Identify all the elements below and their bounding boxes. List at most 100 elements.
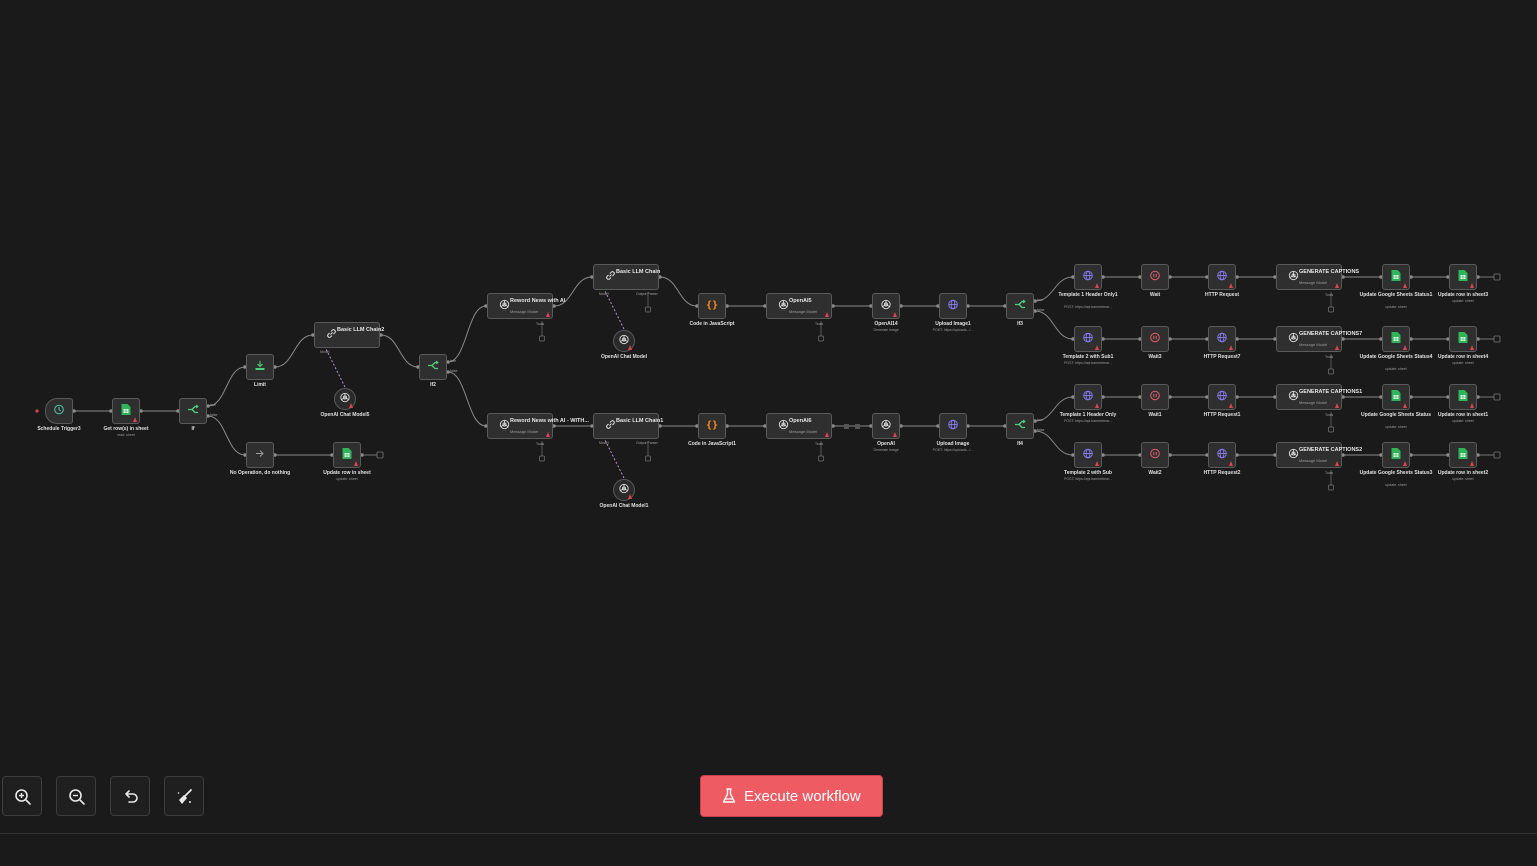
connection-line [659,276,698,307]
node-label: Code in JavaScript1 [688,441,736,447]
tidy-up-button[interactable] [164,776,204,816]
output-port [1476,453,1480,457]
flask-icon [722,788,736,803]
warning-icon [133,417,137,422]
output-port [552,424,556,428]
tools-handle [1328,484,1334,491]
http-icon [1083,270,1094,284]
pin-marker [844,424,849,429]
output-port [1168,275,1172,279]
connection-line [553,276,593,307]
http-icon [1217,332,1228,346]
tools-handle [645,306,651,313]
warning-icon [893,312,897,317]
add-node-handle [376,451,384,459]
connection-line [1034,310,1074,340]
connection-line [1034,276,1074,302]
warning-icon [1229,283,1233,288]
link-icon [605,419,616,433]
zoom-out-icon [69,789,85,805]
node-upload2[interactable] [939,413,967,439]
node-code1[interactable]: {} [698,293,726,319]
zoom-in-button[interactable] [2,776,42,816]
node-label: No Operation, do nothing [229,470,291,476]
node-if4[interactable] [1006,413,1034,439]
node-code2[interactable]: {} [698,413,726,439]
openai-icon [1288,390,1299,404]
node-title: OpenAI6 [789,418,812,424]
node-label: Wait3 [1148,354,1162,360]
node-subtitle: Message Model [1299,280,1328,285]
node-if1[interactable] [179,398,207,424]
input-port [1071,337,1075,341]
node-upload1[interactable] [939,293,967,319]
zoom-out-button[interactable] [56,776,96,816]
warning-icon [1335,283,1339,288]
if-icon [427,360,439,374]
output-port [899,304,903,308]
node-w2[interactable] [1141,326,1169,352]
openai-icon [778,419,789,433]
node-label: Upload Image [936,441,970,447]
warning-icon [1229,461,1233,466]
node-label: OpenAI Chat Model [600,354,648,360]
node-label: Wait [1149,292,1161,298]
node-llm1[interactable]: Basic LLM Chain2 [314,322,384,348]
input-port [936,304,940,308]
output-port [658,424,662,428]
node-limit[interactable] [246,354,274,380]
node-llm2[interactable]: Basic LLM Chain [593,264,660,290]
node-t2[interactable] [1074,326,1102,352]
reset-zoom-button[interactable] [110,776,150,816]
clock-icon [54,404,65,418]
node-label: OpenAI Chat Model5 [320,412,370,418]
limit-icon [255,360,266,374]
node-u1[interactable] [1449,264,1477,290]
node-label: Limit [254,382,266,388]
node-w1[interactable] [1141,264,1169,290]
node-w3[interactable] [1141,384,1169,410]
node-label: OpenAI14 [874,321,898,327]
node-trigger[interactable] [45,398,73,424]
node-label: Update row in sheet4 [1437,354,1489,360]
warning-icon [1403,283,1407,288]
node-if3[interactable] [1006,293,1034,319]
tools-handle [539,335,545,342]
openai-icon [1288,448,1299,462]
output-port [1168,395,1172,399]
output-port [1341,395,1345,399]
input-port [695,424,699,428]
node-subtitle: Message Model [789,309,818,314]
node-noop[interactable] [246,442,274,468]
execute-workflow-button[interactable]: Execute workflow [700,775,883,817]
node-if2[interactable] [419,354,447,380]
node-label: HTTP Request2 [1203,470,1241,476]
input-port [1003,424,1007,428]
bottom-panel [0,833,1537,866]
output-port [966,304,970,308]
sheets-icon [342,448,352,462]
http-icon [1217,270,1228,284]
port-label-output-parser: Output Parser [636,292,658,296]
node-llm3[interactable]: Basic LLM Chain1 [593,413,663,439]
output-port-false [1033,429,1037,433]
node-label: HTTP Request1 [1203,412,1241,418]
node-rewrite2[interactable]: Reword News with AI - WITH...Message Mod… [487,413,589,439]
output-port [966,424,970,428]
port-label-tools: Tools [1325,355,1334,359]
port-label-output-parser: Output Parser [636,441,658,445]
node-g1[interactable] [1382,264,1410,290]
input-port [243,365,247,369]
if-icon [1014,419,1026,433]
node-label: Update Google Sheets Status [1360,412,1431,418]
node-w4[interactable] [1141,442,1169,468]
sheets-icon [1458,448,1468,462]
